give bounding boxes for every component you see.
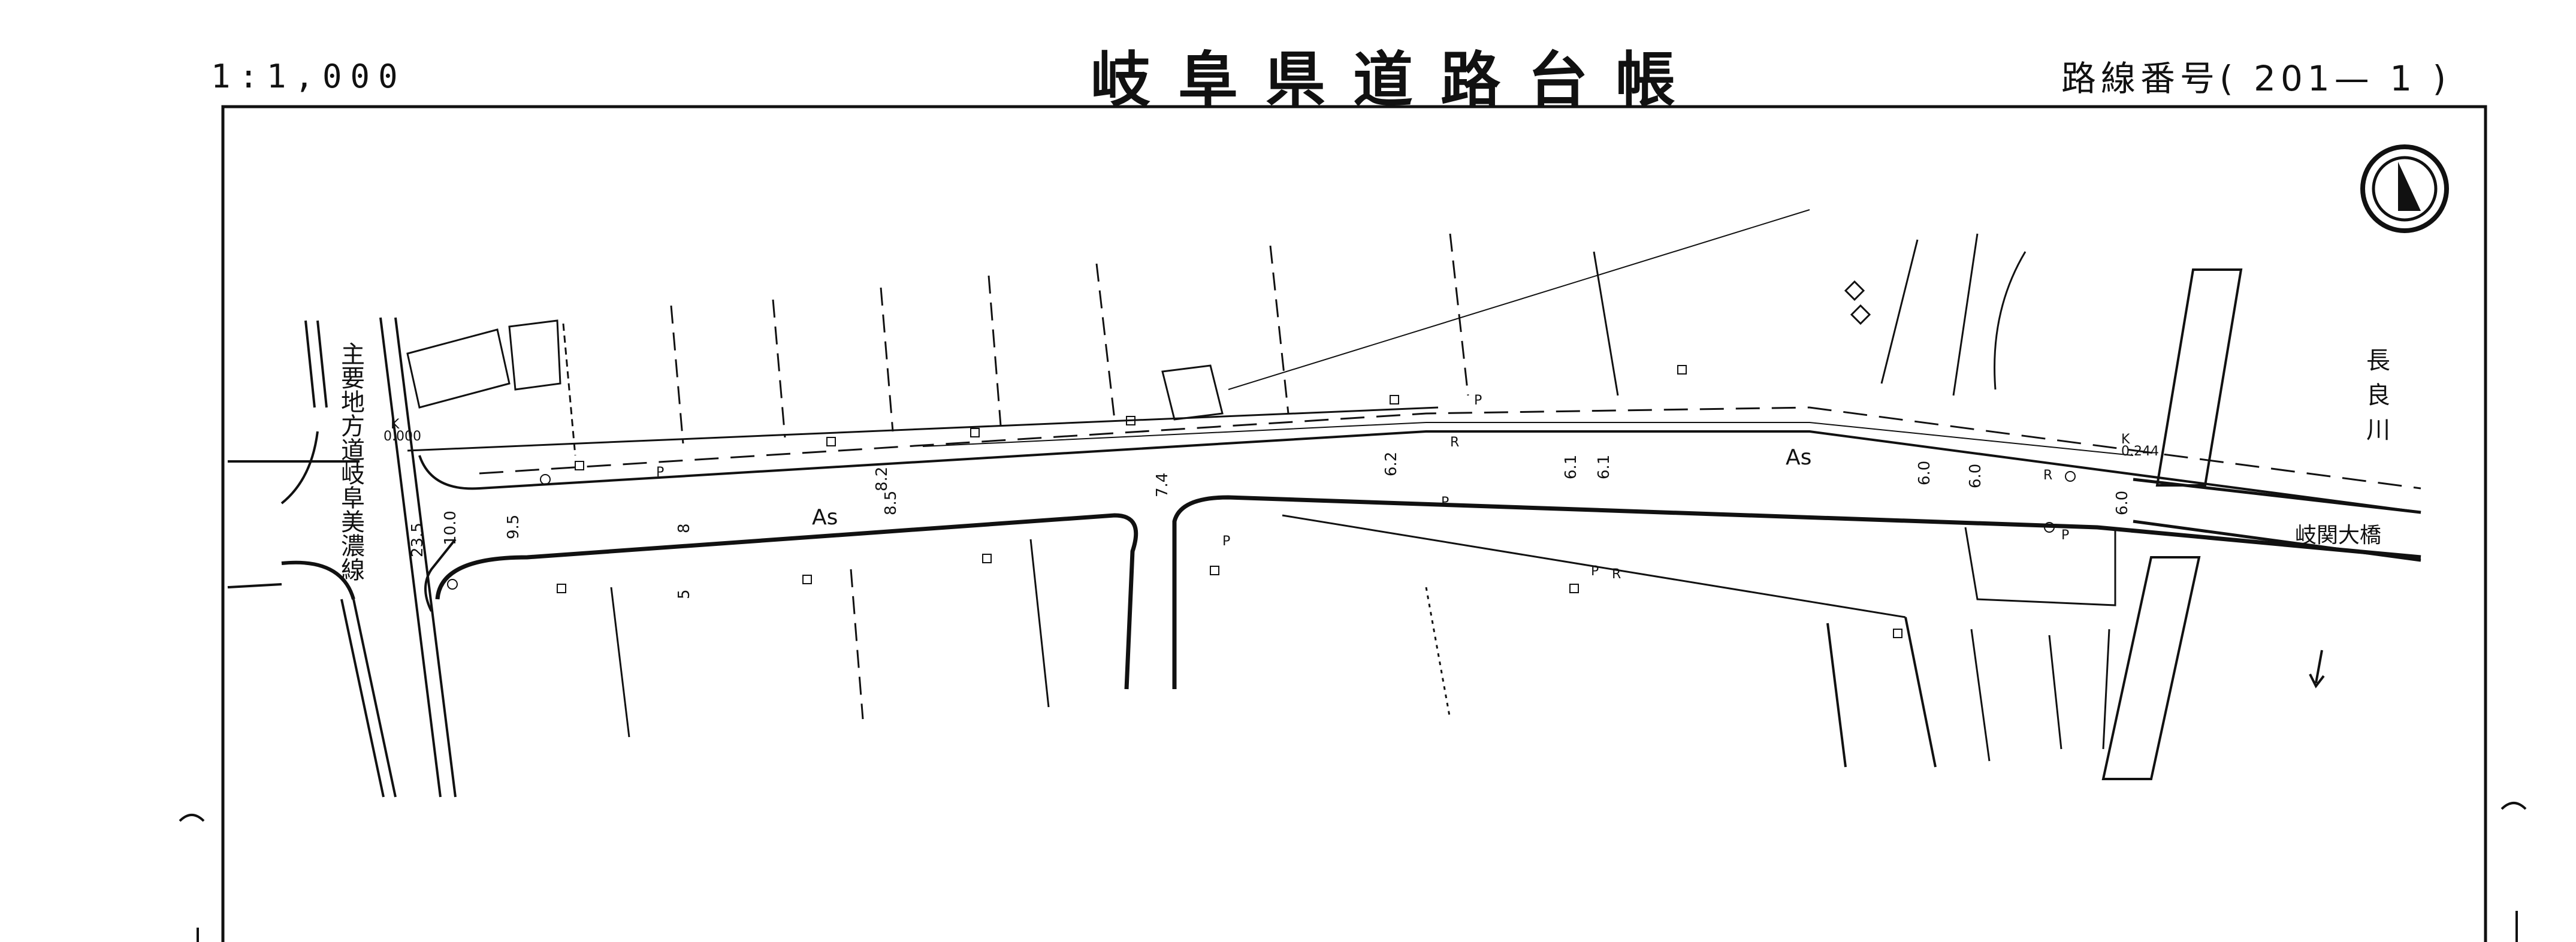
marker-label: P [1474, 393, 1482, 408]
tree-icon [1844, 280, 1871, 325]
bridge [2133, 478, 2421, 562]
marker-label: P [1591, 564, 1599, 579]
marker-label: P [2061, 528, 2069, 543]
marker-label: R [2043, 468, 2052, 483]
marker-label: P [656, 465, 664, 480]
binding-mark-right [2500, 802, 2527, 810]
width-label: 7.4 [1153, 473, 1171, 497]
km-end-prefix: K [2121, 432, 2130, 447]
marker-label: R [1612, 567, 1621, 582]
width-label: 6.2 [1382, 452, 1400, 476]
binding-mark-left [179, 814, 205, 822]
km-end: 0.244 [2121, 444, 2159, 459]
width-label: 6.0 [2113, 491, 2131, 515]
arrow-down-icon [2309, 650, 2325, 689]
km-start-prefix: K [391, 417, 400, 432]
marker-labels: P P P P P R R R P [656, 393, 2069, 582]
scale-label: 1:1,000 [211, 58, 406, 95]
pavement-label: As [812, 505, 838, 530]
parcel-lines [406, 209, 2116, 768]
north-arrow-icon [2360, 144, 2449, 233]
river-label: 長良川 [2362, 348, 2390, 452]
width-labels: 23.5 10.0 9.5 8.5 8.2 7.4 6.2 6.1 6.1 6.… [409, 452, 2131, 599]
marker-label: R [1450, 435, 1459, 450]
width-label: 6.1 [1595, 455, 1613, 479]
utility-pole-icon [447, 471, 2076, 590]
width-label: 6.1 [1562, 455, 1580, 479]
width-label: 6.0 [1967, 464, 1985, 488]
map-frame [221, 105, 2487, 942]
width-label: 8 [675, 523, 693, 533]
width-label: 8.5 [882, 491, 900, 515]
width-label: 8.2 [873, 467, 891, 491]
width-label: 9.5 [505, 515, 523, 539]
width-label: 5 [675, 589, 693, 599]
marker-label: P [1441, 495, 1449, 510]
pavement-label-2: As [1786, 445, 1811, 470]
crossroad-lines [227, 317, 457, 798]
route-number: 路線番号( 201— 1 ) [2061, 58, 2451, 99]
map-title: 岐阜県道路台帳 [1091, 44, 1703, 115]
km-start: 0.000 [383, 429, 421, 444]
main-road [407, 406, 2421, 690]
width-label: 10.0 [442, 511, 460, 545]
bridge-label: 岐関大橋 [2295, 523, 2381, 548]
manhole-icon [557, 365, 1902, 638]
railway-band [2101, 268, 2243, 780]
width-label: 6.0 [1916, 461, 1934, 485]
crossroad-label: 主要地方道岐阜美濃線 [337, 342, 364, 581]
width-label: 23.5 [409, 523, 427, 557]
marker-label: P [1222, 534, 1230, 549]
